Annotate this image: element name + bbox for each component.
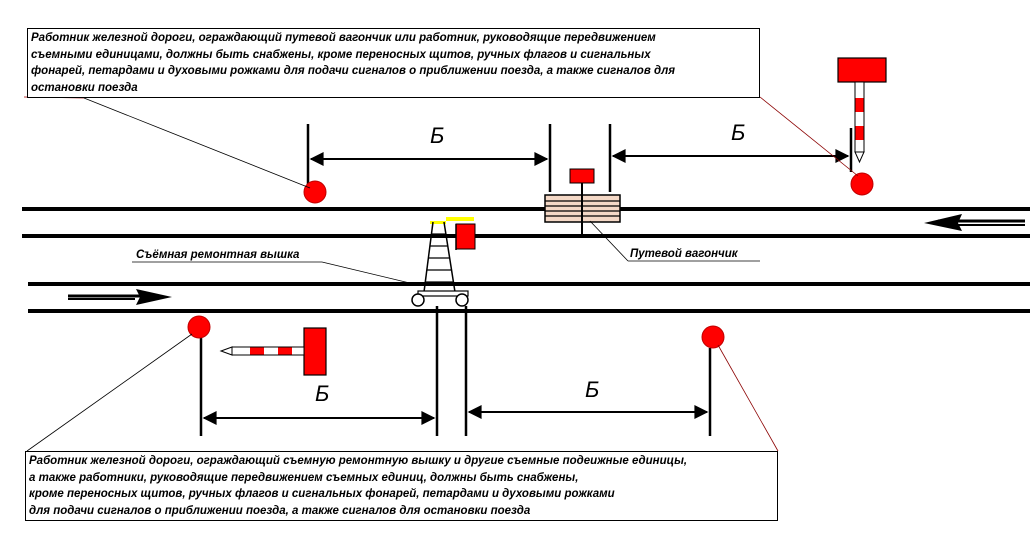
direction-arrow-right-icon — [68, 289, 172, 305]
rail-lower-1 — [28, 282, 1030, 286]
leader-top-right — [759, 96, 859, 177]
leader-tower-diag — [321, 261, 419, 286]
callout-top: Работник железной дороги, ограждающий пу… — [27, 28, 760, 98]
callout-bottom-line: кроме переносных щитов, ручных флагов и … — [29, 488, 615, 501]
track-wagon — [544, 168, 621, 236]
callout-bottom-line: а также работники, руководящие передвиже… — [29, 471, 579, 484]
rail-upper-2 — [22, 234, 1030, 238]
callout-top-line: Работник железной дороги, ограждающий пу… — [31, 32, 656, 44]
signal-disc-upper-right — [850, 172, 874, 196]
distance-label-lower-right: Б — [585, 377, 599, 402]
repair-tower — [411, 217, 476, 307]
stop-sign-lower-left — [219, 327, 327, 376]
distance-label-upper-right: Б — [731, 120, 745, 145]
signal-disc-lower-right — [701, 325, 725, 349]
callout-top-line: фонарей, петардами и духовыми рожками дл… — [31, 65, 675, 78]
callout-top-line: съемными единицами, должны быть снабжены… — [31, 48, 651, 61]
tower-label: Съёмная ремонтная вышка — [136, 249, 300, 261]
leader-bottom-left — [26, 333, 193, 452]
direction-arrow-left-icon — [924, 214, 1025, 231]
stop-sign-upper-right — [837, 57, 887, 164]
callout-bottom-line: Работник железной дороги, ограждающий съ… — [29, 455, 688, 467]
leader-bottom-right — [717, 344, 779, 452]
rail-upper-1 — [22, 207, 1030, 211]
callout-bottom-line: для подачи сигналов о приближении поезда… — [29, 504, 531, 517]
callout-top-line: остановки поезда — [31, 81, 138, 94]
wagon-label: Путевой вагончик — [630, 248, 739, 260]
leader-wagon — [589, 220, 629, 262]
callout-bottom: Работник железной дороги, ограждающий съ… — [25, 451, 778, 521]
distance-label-lower-left: Б — [315, 381, 329, 406]
signal-disc-upper-left — [303, 180, 327, 204]
distance-label-upper-left: Б — [430, 123, 444, 148]
leader-top-left — [83, 97, 311, 189]
signal-disc-lower-left — [187, 315, 211, 339]
rail-lower-2 — [28, 309, 1030, 313]
